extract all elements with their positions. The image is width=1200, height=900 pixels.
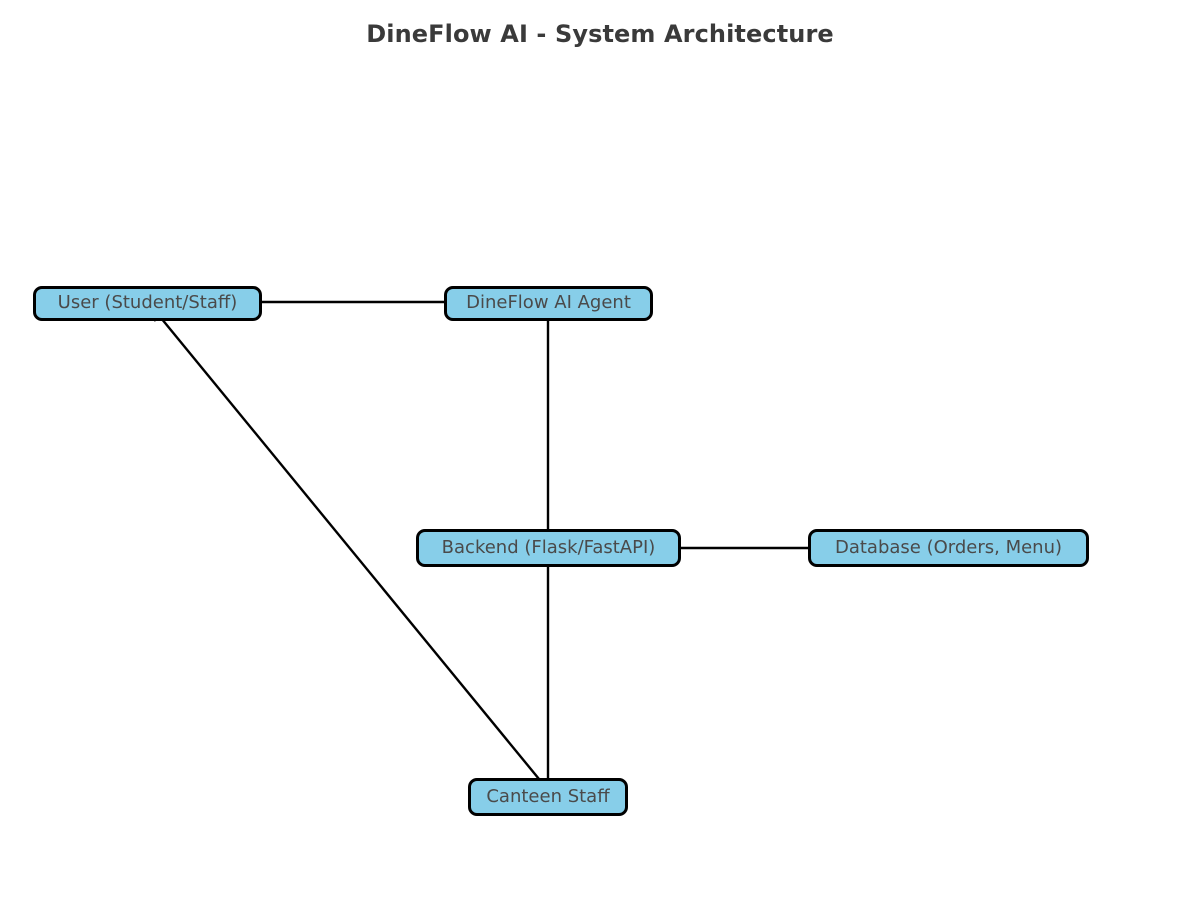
node-canteen-staff[interactable]: Canteen Staff [468, 778, 628, 816]
node-database-label: Database (Orders, Menu) [834, 536, 1063, 558]
node-backend[interactable]: Backend (Flask/FastAPI) [416, 529, 681, 567]
edge-canteen-to-user [151, 305, 549, 791]
node-dineflow-ai-agent-label: DineFlow AI Agent [466, 292, 631, 313]
page-title: DineFlow AI - System Architecture [366, 20, 834, 48]
node-database[interactable]: Database (Orders, Menu) [808, 529, 1089, 567]
node-dineflow-ai-agent[interactable]: DineFlow AI Agent [444, 286, 653, 321]
node-user-label: User (Student/Staff) [57, 292, 238, 313]
node-canteen-staff-label: Canteen Staff [486, 785, 610, 807]
node-backend-label: Backend (Flask/FastAPI) [441, 536, 656, 558]
node-user[interactable]: User (Student/Staff) [33, 286, 262, 321]
